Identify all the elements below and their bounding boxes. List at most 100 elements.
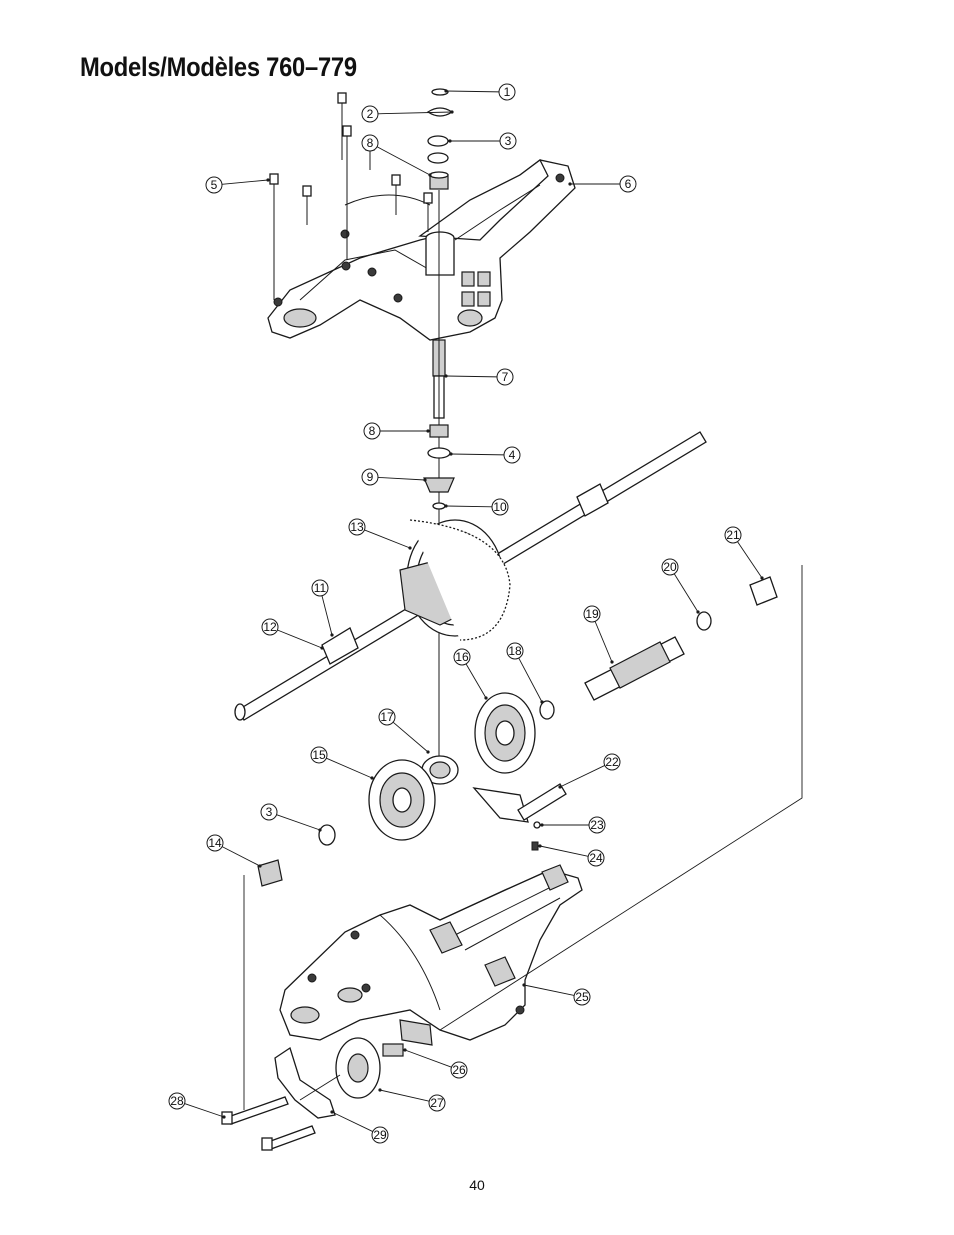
callout-bubble bbox=[361, 105, 379, 123]
callout-arrowhead bbox=[540, 700, 544, 704]
callout-label: 14 bbox=[208, 836, 222, 850]
callout-bubble bbox=[506, 642, 524, 660]
callout-20: 20 bbox=[661, 558, 700, 614]
callout-leader-line bbox=[465, 663, 487, 699]
callout-label: 26 bbox=[452, 1063, 466, 1077]
callout-arrowhead bbox=[318, 828, 322, 832]
callout-leader-line bbox=[673, 573, 699, 613]
callout-9: 9 bbox=[361, 468, 427, 486]
callout-leader-line bbox=[276, 814, 321, 831]
callout-label: 11 bbox=[314, 581, 327, 595]
callout-leader-line bbox=[445, 505, 493, 508]
callout-leader-line bbox=[377, 476, 426, 481]
callout-label: 7 bbox=[502, 370, 509, 384]
callout-arrowhead bbox=[538, 844, 542, 848]
callout-arrowhead bbox=[330, 633, 334, 637]
callout-5: 5 bbox=[205, 176, 270, 194]
callout-label: 27 bbox=[430, 1096, 444, 1110]
callout-bubble bbox=[363, 422, 381, 440]
callout-leader-line bbox=[594, 621, 613, 663]
callout-bubble bbox=[724, 526, 742, 544]
lower-case-housing bbox=[279, 864, 583, 1046]
callout-leader-line bbox=[379, 1089, 430, 1102]
callout-1: 1 bbox=[444, 83, 516, 101]
callout-bubble bbox=[428, 1094, 446, 1112]
callout-arrowhead bbox=[760, 576, 764, 580]
callout-16: 16 bbox=[453, 648, 488, 700]
callout-arrowhead bbox=[558, 785, 562, 789]
callout-bubble bbox=[491, 498, 509, 516]
pinion-gear bbox=[421, 755, 459, 785]
case-bolts bbox=[269, 92, 433, 300]
callout-bubble bbox=[310, 746, 328, 764]
callout-15: 15 bbox=[310, 746, 374, 780]
callout-label: 21 bbox=[726, 528, 740, 542]
callout-label: 12 bbox=[263, 620, 277, 634]
callout-arrowhead bbox=[378, 1088, 382, 1092]
callout-3: 3 bbox=[448, 132, 517, 150]
callout-8: 8 bbox=[363, 422, 430, 440]
callout-leader-line bbox=[392, 721, 429, 753]
callout-arrowhead bbox=[568, 182, 572, 186]
callout-label: 20 bbox=[663, 560, 677, 574]
callout-bubble bbox=[619, 175, 637, 193]
callout-label: 5 bbox=[211, 178, 218, 192]
callout-leader-line bbox=[321, 595, 333, 636]
callout-arrowhead bbox=[450, 110, 454, 114]
callout-leader-line bbox=[221, 179, 269, 185]
callout-label: 2 bbox=[367, 107, 374, 121]
callout-label: 23 bbox=[590, 818, 604, 832]
callout-arrowhead bbox=[258, 864, 262, 868]
callout-bubble bbox=[588, 816, 606, 834]
spur-gear bbox=[368, 759, 436, 841]
callout-arrowhead bbox=[370, 776, 374, 780]
callout-label: 17 bbox=[380, 710, 394, 724]
callout-bubble bbox=[661, 558, 679, 576]
shift-fork-assembly bbox=[472, 783, 567, 851]
callout-bubble bbox=[503, 446, 521, 464]
callout-label: 29 bbox=[373, 1128, 387, 1142]
callout-leader-line bbox=[326, 757, 373, 779]
callout-29: 29 bbox=[330, 1110, 389, 1144]
callout-arrowhead bbox=[522, 983, 526, 987]
output-shaft-assembly bbox=[539, 576, 778, 720]
callout-label: 8 bbox=[369, 424, 376, 438]
callout-arrowhead bbox=[423, 478, 427, 482]
callout-label: 28 bbox=[170, 1094, 184, 1108]
callout-arrowhead bbox=[320, 646, 324, 650]
callout-26: 26 bbox=[403, 1048, 468, 1079]
callout-bubble bbox=[450, 1061, 468, 1079]
callout-bubble bbox=[371, 1126, 389, 1144]
reference-lines bbox=[243, 565, 803, 1110]
callout-6: 6 bbox=[568, 175, 637, 193]
callout-bubble bbox=[168, 1092, 186, 1110]
bevel-gear bbox=[474, 692, 536, 774]
callout-11: 11 bbox=[311, 579, 334, 637]
upper-case-housing bbox=[267, 159, 576, 341]
callout-bubble bbox=[499, 132, 517, 150]
callout-bubble bbox=[496, 368, 514, 386]
callout-4: 4 bbox=[449, 446, 521, 464]
callout-22: 22 bbox=[558, 753, 621, 789]
callout-label: 13 bbox=[350, 520, 364, 534]
callout-27: 27 bbox=[378, 1088, 446, 1112]
callout-arrowhead bbox=[426, 429, 430, 433]
callout-arrowhead bbox=[610, 660, 614, 664]
callout-leader-line bbox=[523, 984, 575, 996]
callout-label: 15 bbox=[312, 748, 326, 762]
callout-leader-line bbox=[539, 845, 589, 857]
callout-bubble bbox=[498, 83, 516, 101]
callout-leader-line bbox=[221, 846, 261, 867]
callout-7: 7 bbox=[444, 368, 514, 386]
callout-leader-line bbox=[404, 1049, 452, 1068]
callout-21: 21 bbox=[724, 526, 764, 580]
callout-arrowhead bbox=[403, 1048, 407, 1052]
callout-arrowhead bbox=[444, 374, 448, 378]
callout-arrowhead bbox=[444, 89, 448, 93]
callout-3: 3 bbox=[260, 803, 322, 832]
callout-8: 8 bbox=[361, 134, 432, 177]
callout-arrowhead bbox=[408, 546, 412, 550]
callout-arrowhead bbox=[484, 696, 488, 700]
